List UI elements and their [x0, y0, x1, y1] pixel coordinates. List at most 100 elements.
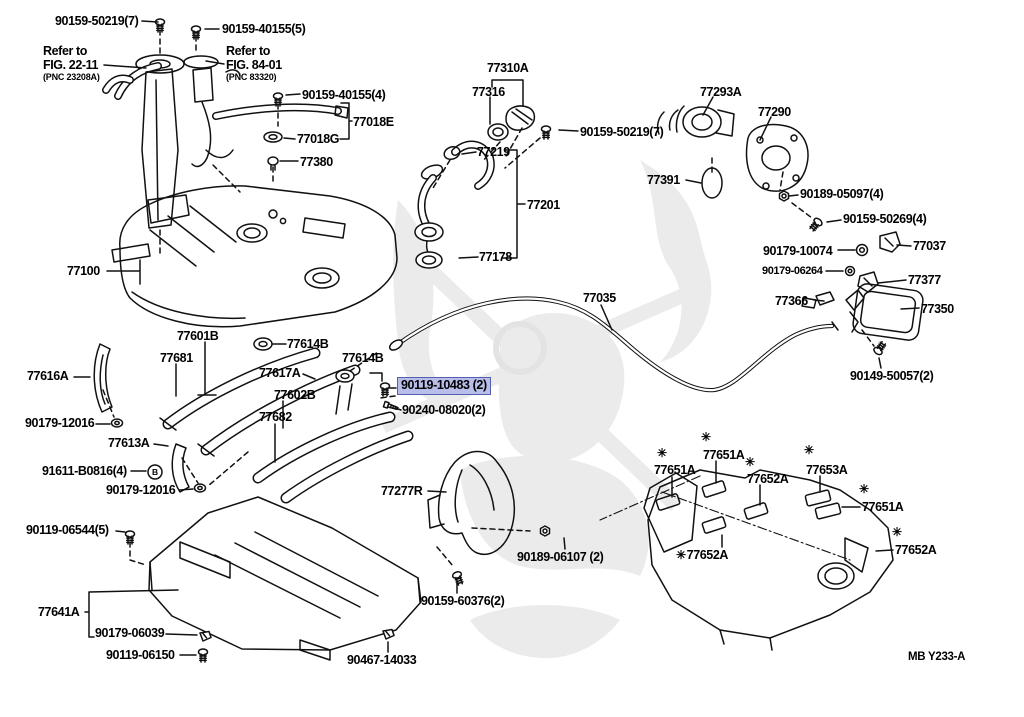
part-label-90189-05097[interactable]: 90189-05097(4)	[800, 187, 884, 201]
part-label-90159-60376[interactable]: 90159-60376(2)	[421, 594, 505, 608]
nut-icon	[778, 190, 790, 202]
part-label-90159-40155-4[interactable]: 90159-40155(4)	[302, 88, 386, 102]
part-label-77617A[interactable]: 77617A	[259, 366, 301, 380]
part-label-77377[interactable]: 77377	[908, 273, 941, 287]
band-support-77616A-drawing	[93, 343, 113, 413]
part-label-90467-14033[interactable]: 90467-14033	[347, 653, 417, 667]
part-label-90189-06107[interactable]: 90189-06107 (2)	[517, 550, 604, 564]
grommet-icon	[855, 243, 869, 257]
part-label-77310A[interactable]: 77310A	[487, 61, 529, 75]
note-pnc: (PNC 23208A)	[43, 71, 100, 82]
part-label-77682[interactable]: 77682	[259, 410, 292, 424]
part-label-77602B[interactable]: 77602B	[274, 388, 316, 402]
grommet-icon	[263, 131, 283, 143]
filler-pipe-drawing	[414, 105, 536, 269]
release-cable-drawing	[388, 296, 839, 393]
part-label-90240-08020[interactable]: 90240-08020(2)	[402, 403, 486, 417]
part-label-77100[interactable]: 77100	[67, 264, 100, 278]
part-label-77652A-3[interactable]: 77652A	[895, 543, 937, 557]
part-label-77380[interactable]: 77380	[300, 155, 333, 169]
part-label-90179-06039[interactable]: 90179-06039	[95, 626, 165, 640]
part-label-77037[interactable]: 77037	[913, 239, 946, 253]
part-label-77652A-2[interactable]: ✳ 77652A	[676, 549, 728, 562]
part-label-77614B[interactable]: 77614B	[287, 337, 329, 351]
watermark-figure	[380, 160, 712, 659]
part-label-90179-10074[interactable]: 90179-10074	[763, 244, 833, 258]
part-label-77614B-2[interactable]: 77614B	[342, 351, 384, 365]
part-label-77601B[interactable]: 77601B	[177, 329, 219, 343]
part-label-91611-B0816[interactable]: 91611-B0816(4)	[42, 464, 127, 478]
part-label-77178[interactable]: 77178	[479, 250, 512, 264]
note-line: Refer to	[43, 44, 88, 58]
clip-icon	[382, 628, 395, 640]
screw-icon	[871, 339, 889, 357]
clip-77377-drawing	[857, 271, 879, 293]
clip-77037-drawing	[879, 231, 901, 253]
refer-note-fig-84-01: Refer to FIG. 84-01 (PNC 83320)	[226, 44, 282, 82]
asterisk-mark: ✳	[701, 430, 712, 444]
part-label-77350[interactable]: 77350	[921, 302, 954, 316]
note-line: FIG. 84-01	[226, 57, 282, 72]
part-label-90119-06544[interactable]: 90119-06544(5)	[26, 523, 109, 537]
part-label-77290[interactable]: 77290	[758, 105, 791, 119]
note-pnc: (PNC 83320)	[226, 71, 277, 82]
drawing-code: MB Y233-A	[908, 651, 966, 663]
part-label-77653A[interactable]: 77653A	[806, 463, 848, 477]
dashed-lines	[102, 29, 875, 567]
part-label-77652A-1[interactable]: 77652A	[747, 472, 789, 486]
bolt-icon	[382, 400, 400, 412]
part-label-90119-10483-highlighted[interactable]: 90119-10483 (2)	[397, 377, 491, 395]
asterisk-mark: ✳	[804, 443, 815, 457]
part-label-77616A[interactable]: 77616A	[27, 369, 69, 383]
clip-icon	[199, 630, 212, 642]
part-label-90149-50057[interactable]: 90149-50057(2)	[850, 369, 934, 383]
asterisk-mark: ✳	[676, 548, 686, 562]
part-label-77641A[interactable]: 77641A	[38, 605, 80, 619]
part-label-77018E[interactable]: 77018E	[353, 115, 394, 129]
part-label-77035[interactable]: 77035	[583, 291, 616, 305]
part-label-77277R[interactable]: 77277R	[381, 484, 423, 498]
asterisk-mark: ✳	[657, 446, 668, 460]
part-label-77018G[interactable]: 77018G	[297, 132, 340, 146]
part-label-77219[interactable]: 77219	[477, 145, 510, 159]
part-label-77201[interactable]: 77201	[527, 198, 560, 212]
part-label-77651A-3[interactable]: 77651A	[862, 500, 904, 514]
part-label-77681[interactable]: 77681	[160, 351, 193, 365]
bolt-b-icon: B	[147, 464, 163, 480]
clip-icon	[267, 156, 279, 171]
part-label-90159-50269[interactable]: 90159-50269(4)	[843, 212, 927, 226]
part-label-90179-12016[interactable]: 90179-12016	[25, 416, 95, 430]
part-label-90179-12016-2[interactable]: 90179-12016	[106, 483, 176, 497]
screw-icon	[197, 648, 209, 663]
nut-icon	[539, 525, 551, 537]
part-label-77293A[interactable]: 77293A	[700, 85, 742, 99]
refer-note-fig-22-11: Refer to FIG. 22-11 (PNC 23208A)	[43, 44, 100, 82]
part-label-77391[interactable]: 77391	[647, 173, 680, 187]
screw-icon	[540, 125, 552, 140]
fuel-sender-drawing	[183, 55, 349, 168]
svg-text:B: B	[152, 467, 158, 477]
tank-shield-drawing	[148, 496, 422, 661]
screw-icon	[450, 569, 466, 587]
part-label-77651A-1[interactable]: 77651A	[654, 463, 696, 477]
part-label-90179-06264[interactable]: 90179-06264	[762, 265, 823, 277]
part-label-77613A[interactable]: 77613A	[108, 436, 150, 450]
part-label-90159-50219[interactable]: 90159-50219(7)	[55, 14, 139, 28]
screw-icon	[379, 382, 391, 397]
filler-neck-flange-drawing	[745, 123, 809, 192]
part-label-90119-06150[interactable]: 90119-06150	[106, 648, 175, 662]
fuel-tank-drawing	[111, 185, 398, 328]
part-label-77316[interactable]: 77316	[472, 85, 505, 99]
part-label-90159-40155[interactable]: 90159-40155(5)	[222, 22, 306, 36]
fuel-lid-drawing	[801, 283, 924, 341]
part-label-90159-50219-2[interactable]: 90159-50219(7)	[580, 125, 664, 139]
note-line: Refer to	[226, 44, 271, 58]
part-label-77651A-2[interactable]: 77651A	[703, 448, 745, 462]
fuel-pump-bracket-drawing	[102, 54, 190, 229]
tank-band-set-lower-drawing	[252, 369, 414, 504]
part-label-77366[interactable]: 77366	[775, 294, 808, 308]
screw-icon	[807, 216, 825, 234]
leader-lines	[73, 20, 920, 656]
